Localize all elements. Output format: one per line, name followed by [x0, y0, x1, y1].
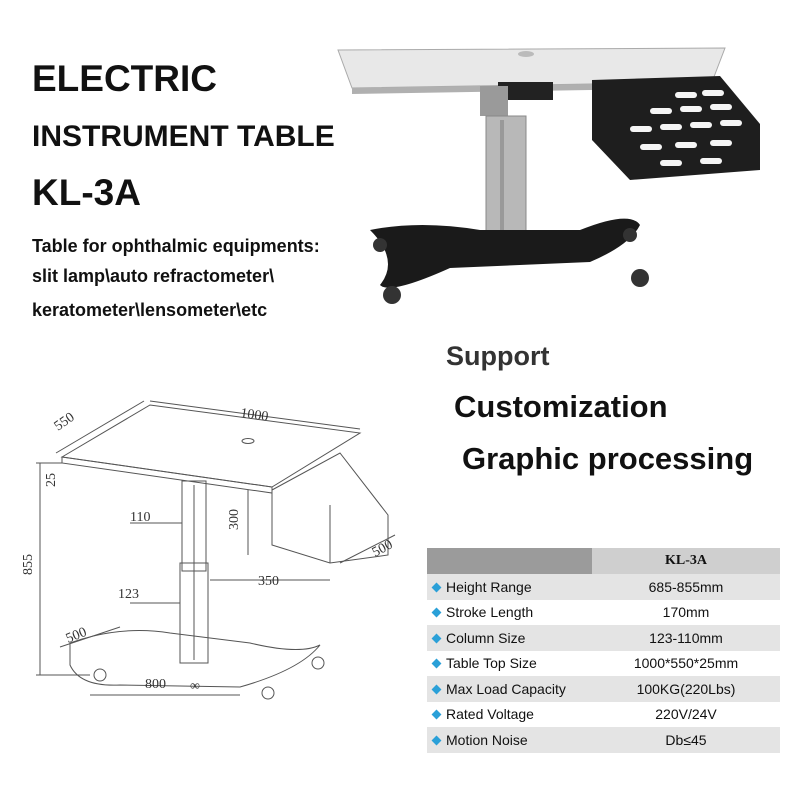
dim-base-mark: ∞	[190, 679, 200, 694]
spec-value: 1000*550*25mm	[592, 650, 780, 676]
description-line3: keratometer\lensometer\etc	[32, 300, 268, 320]
dim-box-width: 350	[258, 574, 279, 589]
spec-header-row: KL-3A	[427, 548, 780, 574]
support-customization: Customization	[454, 389, 668, 424]
spec-label-cell: Max Load Capacity	[427, 676, 592, 702]
diamond-bullet-icon	[431, 684, 442, 694]
dim-top-width: 1000	[239, 406, 269, 425]
dim-column-gap: 300	[227, 509, 242, 530]
diamond-bullet-icon	[431, 633, 442, 643]
spec-label: Table Top Size	[446, 655, 537, 672]
spec-label: Height Range	[446, 578, 532, 595]
diamond-bullet-icon	[431, 607, 442, 618]
diamond-bullet-icon	[431, 735, 442, 745]
dim-column-bottom: 123	[118, 587, 139, 602]
dimension-drawing: 1000 550 25 110 300 855 350 500 123 500 …	[21, 400, 395, 700]
spec-label-cell: Rated Voltage	[427, 701, 592, 727]
spec-value: 123-110mm	[592, 625, 780, 651]
product-photo	[337, 47, 760, 304]
dim-column-top: 110	[130, 510, 150, 525]
spec-label: Motion Noise	[446, 731, 528, 748]
spec-row: Rated Voltage 220V/24V	[427, 701, 780, 727]
spec-label: Stroke Length	[446, 604, 534, 621]
description-line2: slit lamp\auto refractometer\	[32, 266, 275, 286]
product-title-line1: ELECTRIC	[32, 58, 217, 99]
spec-table: KL-3A Height Range 685-855mm Stroke Leng…	[427, 548, 780, 753]
product-title-line2: INSTRUMENT TABLE	[32, 120, 335, 153]
spec-label-cell: Motion Noise	[427, 727, 592, 753]
dim-base-depth: 500	[64, 625, 89, 647]
diamond-bullet-icon	[431, 582, 442, 592]
support-graphic-processing: Graphic processing	[462, 441, 754, 476]
spec-label: Max Load Capacity	[446, 680, 566, 697]
spec-label-cell: Table Top Size	[427, 650, 592, 676]
spec-row: Motion Noise Db≤45	[427, 727, 780, 753]
spec-row: Max Load Capacity 100KG(220Lbs)	[427, 676, 780, 702]
spec-label: Rated Voltage	[446, 706, 534, 723]
spec-value: 220V/24V	[592, 701, 780, 727]
spec-header-model: KL-3A	[592, 548, 780, 574]
spec-row: Table Top Size 1000*550*25mm	[427, 650, 780, 676]
spec-header-left	[427, 548, 592, 574]
diamond-bullet-icon	[431, 658, 442, 669]
dim-base-width: 800	[145, 677, 166, 692]
dim-top-thickness: 25	[44, 473, 59, 487]
spec-value: 100KG(220Lbs)	[592, 676, 780, 702]
spec-value: Db≤45	[592, 727, 780, 753]
spec-label-cell: Column Size	[427, 625, 592, 651]
spec-row: Stroke Length 170mm	[427, 599, 780, 625]
description-line1: Table for ophthalmic equipments:	[32, 236, 320, 256]
spec-value: 170mm	[592, 599, 780, 625]
dim-top-depth: 550	[52, 410, 78, 434]
product-model: KL-3A	[32, 172, 141, 213]
spec-label: Column Size	[446, 629, 526, 646]
spec-value: 685-855mm	[592, 574, 780, 600]
spec-label-cell: Stroke Length	[427, 599, 592, 625]
dim-total-height: 855	[21, 554, 36, 575]
diamond-bullet-icon	[431, 709, 442, 720]
support-label: Support	[446, 341, 550, 371]
spec-label-cell: Height Range	[427, 574, 592, 600]
spec-row: Height Range 685-855mm	[427, 574, 780, 600]
spec-row: Column Size 123-110mm	[427, 625, 780, 651]
